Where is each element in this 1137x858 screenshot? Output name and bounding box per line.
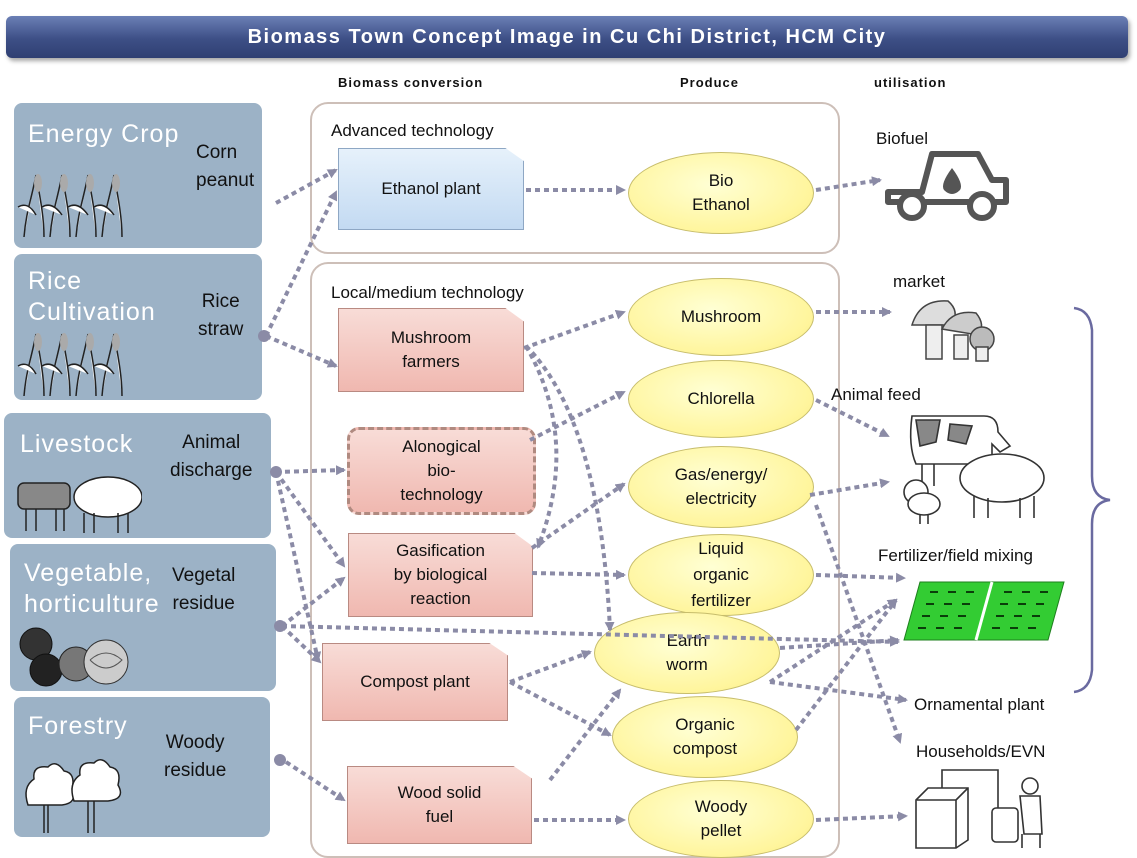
page-title: Biomass Town Concept Image in Cu Chi Dis… <box>6 16 1128 58</box>
header-produce: Produce <box>680 75 740 90</box>
source-rice-cultivation: Rice Cultivation Rice straw <box>14 254 262 400</box>
source-subtitle: Corn peanut <box>196 142 255 191</box>
households-label: Households/EVN <box>916 742 1046 761</box>
advanced-technology-label: Advanced technology <box>331 121 494 140</box>
liquid-fertilizer-node: Liquid organic fertilizer <box>628 534 814 616</box>
vegetables-icon <box>19 627 129 687</box>
market-label: market <box>893 272 945 291</box>
source-subtitle: Animal discharge <box>170 432 253 481</box>
source-subtitle: Vegetal residue <box>172 565 236 614</box>
mushrooms-icon <box>910 300 995 362</box>
earthworm-node: Earth worm <box>594 612 780 694</box>
source-vegetable: Vegetable, horticulture Vegetal residue <box>10 544 276 691</box>
rice-icon <box>17 333 123 397</box>
corn-icon <box>17 174 123 238</box>
source-title: Forestry <box>28 712 128 740</box>
ethanol-plant-node: Ethanol plant <box>338 148 524 230</box>
cow-pig-icon <box>17 476 142 533</box>
field-icon <box>903 581 1065 641</box>
mushroom-product-node: Mushroom <box>628 278 814 356</box>
source-title: Livestock <box>20 430 134 458</box>
wood-solid-fuel-node: Wood solid fuel <box>347 766 532 844</box>
household-icon <box>915 769 1043 849</box>
biofuel-label: Biofuel <box>876 129 928 148</box>
chlorella-node: Chlorella <box>628 360 814 438</box>
gasification-node: Gasification by biological reaction <box>348 533 533 617</box>
fertilizer-label: Fertilizer/field mixing <box>878 546 1033 565</box>
bio-ethanol-node: Bio Ethanol <box>628 152 814 234</box>
local-technology-label: Local/medium technology <box>331 283 524 302</box>
car-icon <box>885 151 1009 221</box>
gas-energy-node: Gas/energy/ electricity <box>628 446 814 528</box>
trees-icon <box>25 759 122 833</box>
compost-plant-node: Compost plant <box>322 643 508 721</box>
source-forestry: Forestry Woody residue <box>14 697 270 837</box>
animal-feed-label: Animal feed <box>831 385 921 404</box>
source-subtitle: Woody residue <box>164 732 227 781</box>
organic-compost-node: Organic compost <box>612 696 798 778</box>
alonogical-biotech-node: Alonogical bio- technology <box>347 427 536 515</box>
source-energy-crop: Energy Crop Corn peanut <box>14 103 262 248</box>
bracket <box>1073 306 1111 694</box>
header-utilisation: utilisation <box>874 75 947 90</box>
source-title: Energy Crop <box>28 120 180 148</box>
livestock-icon <box>903 415 1045 524</box>
source-subtitle: Rice straw <box>198 291 244 340</box>
mushroom-farmers-node: Mushroom farmers <box>338 308 524 392</box>
source-title: Rice Cultivation <box>28 267 156 326</box>
source-livestock: Livestock Animal discharge <box>4 413 271 538</box>
header-conversion: Biomass conversion <box>338 75 484 90</box>
ornamental-plant-label: Ornamental plant <box>914 695 1045 714</box>
source-title: Vegetable, horticulture <box>24 559 160 618</box>
